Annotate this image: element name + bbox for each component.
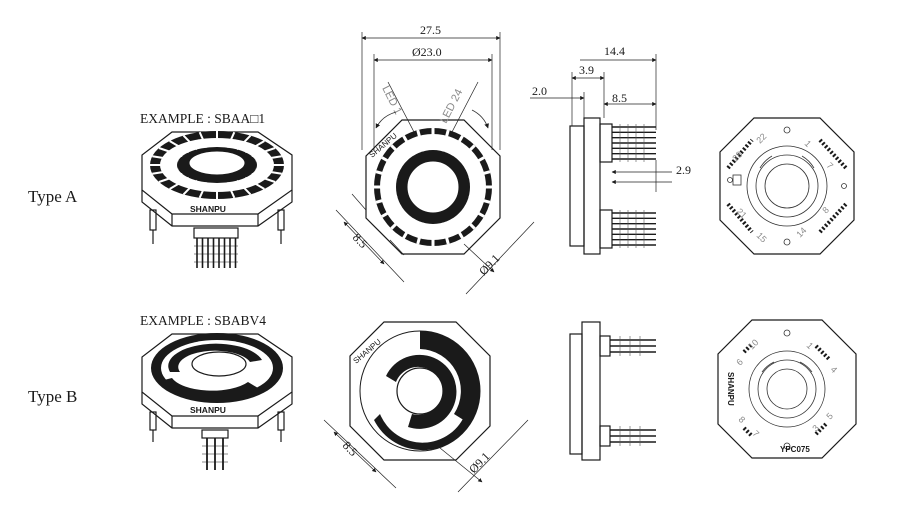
dim-side-b: 2.0 xyxy=(532,84,547,98)
type-a-isometric-view: SHANPU xyxy=(141,131,293,268)
ring-segment-divider xyxy=(169,176,190,190)
pcb-b-pin-5: 5 xyxy=(824,411,835,422)
pcb-a-pin-15: 15 xyxy=(755,230,769,244)
ring-segment-divider xyxy=(458,212,476,230)
ring-segment-divider xyxy=(226,181,236,199)
ring-segment-divider xyxy=(402,135,416,156)
type-a-top-view: SHANPU 27.5 Ø23.0 LED 1 LED 24 8.5 Ø9.1 xyxy=(335,23,535,295)
dim-flat-offset-b: 8.5 xyxy=(340,438,360,459)
pcb-b-pin-6: 6 xyxy=(734,357,745,368)
pcb-b-pin-1: 1 xyxy=(805,340,816,351)
dim-overall-width: 27.5 xyxy=(420,23,441,37)
type-a-side-view: 14.4 3.9 2.0 8.5 2.9 xyxy=(530,44,691,255)
ring-segment-divider xyxy=(182,134,198,151)
type-b-side-view xyxy=(569,321,656,461)
type-a-label: Type A xyxy=(28,187,78,206)
type-b-isometric-view: SHANPU xyxy=(141,333,293,470)
ring-segment-divider xyxy=(182,179,198,196)
dim-side-a: 3.9 xyxy=(579,63,594,77)
pcb-b-pin-8: 8 xyxy=(737,414,748,425)
dim-side-c: 8.5 xyxy=(612,91,627,105)
pcb-header xyxy=(742,426,754,438)
type-b-label: Type B xyxy=(28,387,77,406)
pcb-a-pin-1: 1 xyxy=(803,138,814,149)
pcb-b-pin-3: 3 xyxy=(810,423,821,434)
ring-segment-divider xyxy=(450,135,464,156)
ring-segment-divider xyxy=(468,195,491,204)
dim-flat-offset-a: 8.5 xyxy=(350,230,370,251)
ring-segment-divider xyxy=(198,181,208,199)
ring-segment-divider xyxy=(375,195,398,204)
dim-hole-diameter-a: Ø9.1 xyxy=(476,251,503,278)
dim-ring-diameter: Ø23.0 xyxy=(412,45,442,59)
ring-segment-divider xyxy=(169,140,190,154)
ring-segment-divider xyxy=(244,176,265,190)
dim-side-total: 14.4 xyxy=(604,44,625,58)
ring-segment-divider xyxy=(464,156,485,170)
pcb-b-pin-7: 7 xyxy=(751,428,762,439)
example-caption-a: EXAMPLE : SBAA□1 xyxy=(140,111,265,126)
type-a-pcb-view: 28 22 1 7 21 15 14 8 xyxy=(719,117,855,255)
pcb-a-pin-14: 14 xyxy=(794,225,808,239)
type-b-pcb-view: SHANPU YPC075 10 6 1 4 8 7 3 5 xyxy=(717,319,857,459)
type-b-top-view: SHANPU 8.5 Ø9.1 xyxy=(323,321,529,493)
ring-segment-divider xyxy=(255,168,282,175)
ring-segment-divider xyxy=(255,155,282,162)
ring-segment-divider xyxy=(158,173,183,183)
pcb-a-pin-8: 8 xyxy=(820,205,831,216)
pcb-header xyxy=(742,342,754,354)
ring-segment-divider xyxy=(390,144,408,162)
led-first-label: LED 1 xyxy=(379,84,404,117)
ring-segment-divider xyxy=(226,131,236,149)
example-caption-b: EXAMPLE : SBABV4 xyxy=(140,313,266,328)
ring-segment-divider xyxy=(464,204,485,218)
ring-segment-divider xyxy=(152,168,179,175)
ring-segment-divider xyxy=(381,204,402,218)
ring-segment-divider xyxy=(402,218,416,239)
pcb-b-pin-4: 4 xyxy=(829,364,840,375)
ring-segment-divider xyxy=(236,179,252,196)
ring-segment-divider xyxy=(450,218,464,239)
brand-label-3d-b: SHANPU xyxy=(190,405,226,415)
ring-segment-divider xyxy=(244,140,265,154)
ring-segment-divider xyxy=(251,173,276,183)
pcb-a-pin-21: 21 xyxy=(735,206,749,220)
ring-segment-divider xyxy=(375,170,398,179)
pcb-code-label: YPC075 xyxy=(780,445,810,454)
dim-pin-pitch: 2.9 xyxy=(676,163,691,177)
pcb-a-pin-7: 7 xyxy=(825,160,836,171)
brand-label-3d-a: SHANPU xyxy=(190,204,226,214)
ring-segment-divider xyxy=(441,129,450,152)
ring-segment-divider xyxy=(458,144,476,162)
ring-segment-divider xyxy=(158,147,183,157)
ring-segment-divider xyxy=(390,212,408,230)
ring-segment-divider xyxy=(441,222,450,245)
pcb-header xyxy=(814,344,832,362)
ring-segment-divider xyxy=(198,131,208,149)
ring-segment-divider xyxy=(416,222,425,245)
ring-segment-divider xyxy=(468,170,491,179)
ring-segment-divider xyxy=(381,156,402,170)
pcb-a-pin-22: 22 xyxy=(754,131,768,145)
ring-segment-divider xyxy=(251,147,276,157)
brand-label-pcb-b: SHANPU xyxy=(726,372,735,406)
ring-segment-divider xyxy=(152,155,179,162)
ring-segment-divider xyxy=(236,134,252,151)
ring-segment-divider xyxy=(416,129,425,152)
